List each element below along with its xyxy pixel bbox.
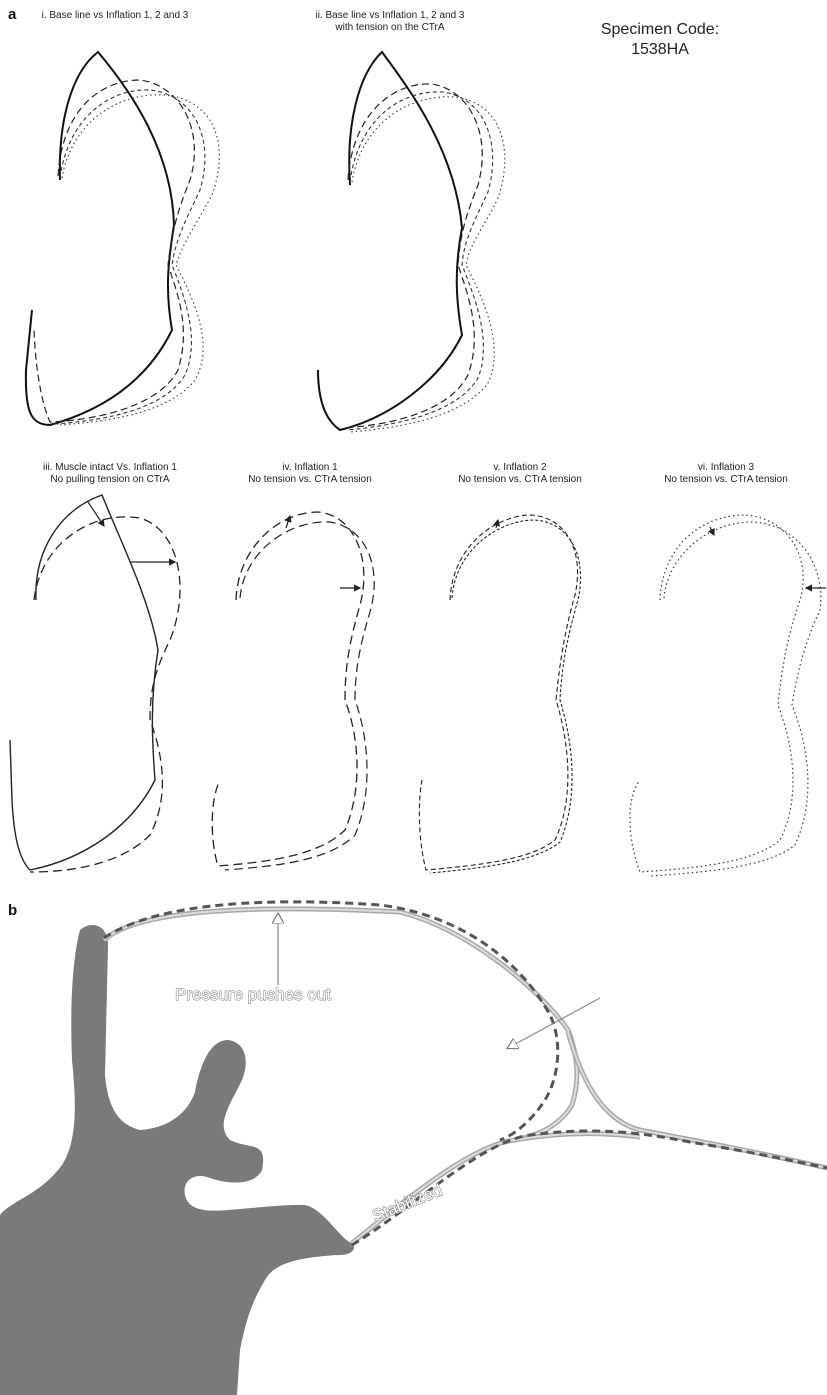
- panel-iv-curves: [212, 512, 374, 870]
- panel-iii-curves: [10, 495, 180, 872]
- stabilized-label: Stabilized: [369, 1180, 444, 1225]
- pressure-label: Pressure pushes out: [175, 985, 331, 1004]
- panel-ii-curves: [318, 52, 505, 432]
- panel-vi-curves: [630, 515, 826, 876]
- panel-b-drawing: [0, 902, 827, 1395]
- panel-i-curves: [26, 52, 219, 425]
- panel-v-curves: [419, 515, 580, 873]
